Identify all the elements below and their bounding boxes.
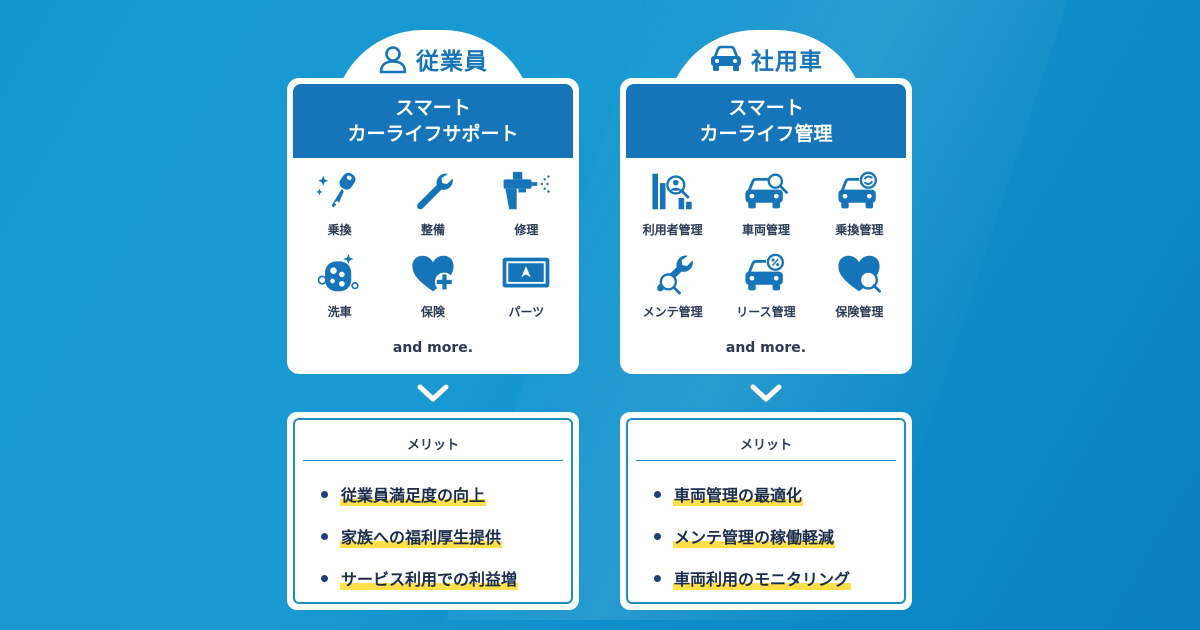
bullet-icon <box>654 574 661 582</box>
merit-item: メンテ管理の稼働軽減 <box>654 524 851 548</box>
merit-item: 車両利用のモニタリング <box>654 566 852 590</box>
merit-divider <box>636 460 896 461</box>
merit-divider <box>303 460 563 461</box>
service-item-replacement-management: 乗換管理 <box>813 170 906 238</box>
merit-text: 車両管理の最適化 <box>673 482 804 506</box>
employee-merit-card: メリット 従業員満足度の向上 家族への福利厚生提供 サービス利用での利益増 <box>287 412 579 610</box>
header-line-2: カーライフ管理 <box>699 123 833 145</box>
service-item-shuri: 修理 <box>480 170 573 238</box>
employee-tab-title: 従業員 <box>416 49 488 75</box>
merit-frame: メリット 車両管理の最適化 メンテ管理の稼働軽減 車両利用のモニタリング <box>626 418 906 604</box>
bullet-icon <box>321 490 328 498</box>
service-item-label: 乗換管理 <box>835 223 884 237</box>
car-key-icon <box>315 172 356 208</box>
and-more-text: and more. <box>392 340 474 356</box>
user-chart-icon <box>652 173 692 210</box>
wrench-search-icon <box>656 255 693 295</box>
service-item-label: 洗車 <box>327 305 352 319</box>
sponge-icon <box>317 253 359 292</box>
header-line-2: カーライフサポート <box>347 123 519 145</box>
service-item-label: メンテ管理 <box>642 305 703 319</box>
service-item-label: 利用者管理 <box>642 223 703 237</box>
service-item-parts: パーツ <box>480 252 573 320</box>
bullet-icon <box>321 574 328 582</box>
company-car-tab-title: 社用車 <box>751 49 823 75</box>
car-icon <box>711 45 741 71</box>
merit-list: 車両管理の最適化 メンテ管理の稼働軽減 車両利用のモニタリング <box>654 482 852 610</box>
navigation-display-icon <box>502 257 550 288</box>
company-car-service-header: スマート カーライフ管理 <box>626 84 906 158</box>
header-line-1: スマート <box>395 97 471 119</box>
service-item-label: 乗換 <box>327 223 352 237</box>
wrench-icon <box>417 173 453 210</box>
company-car-merit-card: メリット 車両管理の最適化 メンテ管理の稼働軽減 車両利用のモニタリング <box>620 412 912 610</box>
company-car-service-card: スマート カーライフ管理 利用者管理 <box>620 78 912 374</box>
merit-text: 従業員満足度の向上 <box>340 482 487 506</box>
service-item-insurance-management: 保険管理 <box>813 252 906 320</box>
spray-gun-icon <box>503 171 550 210</box>
merit-item: 従業員満足度の向上 <box>321 482 518 506</box>
merit-item: 家族への福利厚生提供 <box>321 524 518 548</box>
service-item-seibi: 整備 <box>386 170 479 238</box>
merit-item: サービス利用での利益増 <box>321 566 519 590</box>
employee-service-grid: 乗換 整備 修理 <box>293 170 573 320</box>
merit-text: メンテ管理の稼働軽減 <box>673 524 836 548</box>
service-item-label: 整備 <box>420 223 445 237</box>
heart-search-icon <box>838 255 882 293</box>
service-item-maintenance-management: メンテ管理 <box>626 252 719 320</box>
chevron-down-icon <box>417 384 449 402</box>
heart-plus-icon <box>412 255 454 292</box>
car-refresh-icon <box>838 171 878 209</box>
chevron-down-icon <box>750 384 782 402</box>
merit-text: 車両利用のモニタリング <box>673 566 852 590</box>
bullet-icon <box>654 532 661 540</box>
service-item-label: 修理 <box>514 223 539 237</box>
car-percent-icon <box>745 253 784 291</box>
service-item-sensha: 洗車 <box>293 252 386 320</box>
company-car-service-grid: 利用者管理 車両管理 <box>626 170 906 320</box>
merit-text: サービス利用での利益増 <box>340 566 519 590</box>
bullet-icon <box>654 490 661 498</box>
merit-text: 家族への福利厚生提供 <box>340 524 503 548</box>
car-search-icon <box>745 173 788 209</box>
service-item-user-management: 利用者管理 <box>626 170 719 238</box>
service-item-label: 車両管理 <box>741 223 790 237</box>
and-more-text: and more. <box>725 340 807 356</box>
service-item-label: 保険管理 <box>835 305 884 319</box>
merit-title: メリット <box>739 438 792 453</box>
service-item-label: リース管理 <box>736 305 796 319</box>
merit-list: 従業員満足度の向上 家族への福利厚生提供 サービス利用での利益増 <box>321 482 519 610</box>
employee-service-card: スマート カーライフサポート 乗換 整備 <box>287 78 579 374</box>
merit-title: メリット <box>406 438 459 453</box>
service-item-lease-management: リース管理 <box>719 252 812 320</box>
bullet-icon <box>321 532 328 540</box>
service-item-label: パーツ <box>508 305 545 319</box>
service-item-hoken: 保険 <box>386 252 479 320</box>
person-icon <box>379 46 407 74</box>
merit-item: 車両管理の最適化 <box>654 482 851 506</box>
employee-service-header: スマート カーライフサポート <box>293 84 573 158</box>
service-item-vehicle-management: 車両管理 <box>719 170 812 238</box>
service-item-norikae: 乗換 <box>293 170 386 238</box>
header-line-1: スマート <box>728 97 804 119</box>
service-item-label: 保険 <box>420 305 445 319</box>
merit-frame: メリット 従業員満足度の向上 家族への福利厚生提供 サービス利用での利益増 <box>293 418 573 604</box>
